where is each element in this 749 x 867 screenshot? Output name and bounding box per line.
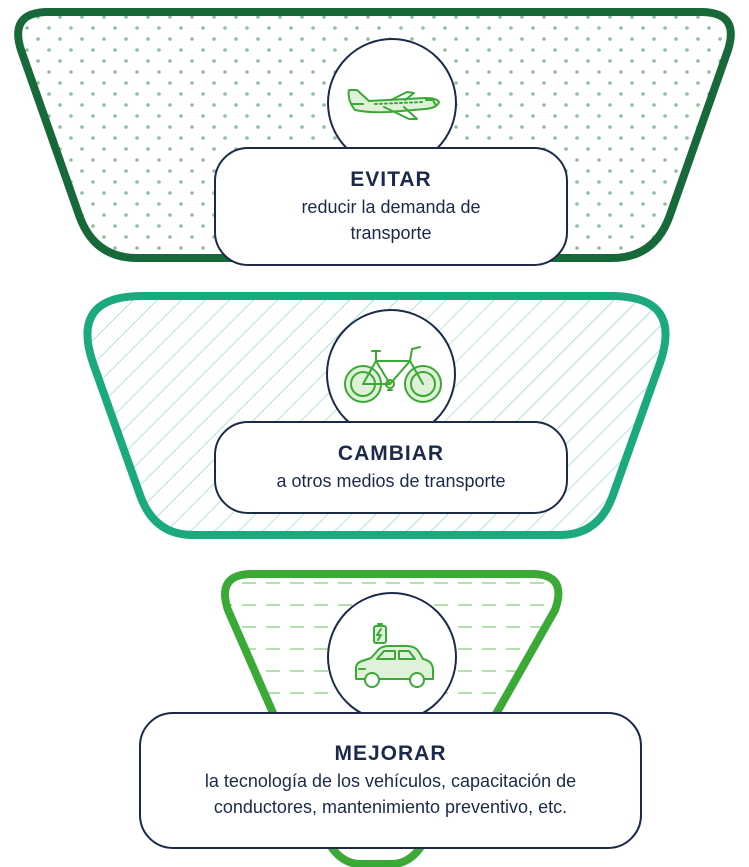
airplane-icon-circle: [327, 38, 457, 168]
bicycle-icon: [344, 346, 442, 403]
electric-car-icon-circle: [327, 592, 457, 722]
mejorar-card: MEJORAR la tecnología de los vehículos, …: [139, 712, 642, 849]
bicycle-icon-circle: [326, 309, 456, 439]
evitar-title: EVITAR: [350, 168, 432, 192]
mejorar-description: la tecnología de los vehículos, capacita…: [204, 770, 577, 817]
cambiar-description: a otros medios de transporte: [276, 470, 506, 491]
evitar-card: EVITAR reducir la demanda de transporte: [214, 147, 568, 266]
cambiar-title: CAMBIAR: [337, 442, 445, 466]
airplane-icon: [347, 89, 440, 120]
cambiar-card: CAMBIAR a otros medios de transporte: [214, 421, 568, 514]
evitar-description: reducir la demanda de transporte: [301, 196, 481, 243]
mejorar-title: MEJORAR: [334, 742, 447, 766]
electric-car-icon: [355, 623, 434, 688]
